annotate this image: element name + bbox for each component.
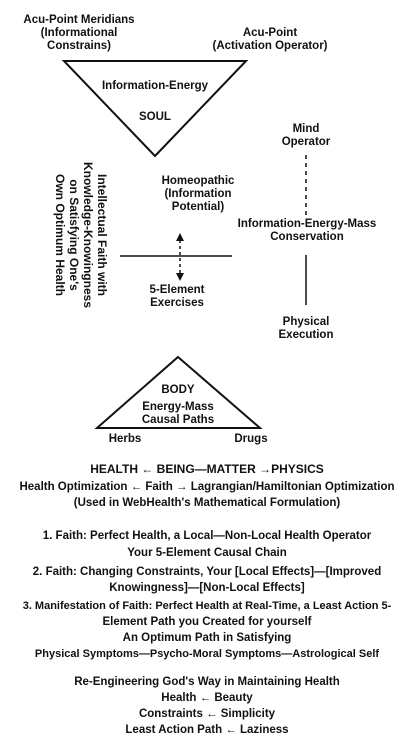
body-label: BODY xyxy=(161,384,195,396)
soul-info-energy: Information-Energy xyxy=(101,80,209,92)
list-item-3b: Element Path you Created for yourself xyxy=(102,616,312,628)
closing-laziness: Least Action Path ← Laziness xyxy=(125,724,289,736)
physical-execution-label: Physical Execution xyxy=(278,316,334,341)
arrow-down-icon xyxy=(176,273,184,281)
body-energy-mass: Energy-Mass Causal Paths xyxy=(141,401,215,426)
soul-triangle xyxy=(61,60,249,158)
list-item-3a: 3. Manifestation of Faith: Perfect Healt… xyxy=(22,600,392,612)
formulation-note: (Used in WebHealth's Mathematical Formul… xyxy=(73,497,341,509)
mind-operator: Mind Operator xyxy=(281,123,331,148)
herbs-label: Herbs xyxy=(108,433,142,445)
list-item-2b: Knowingness]—[Non-Local Effects] xyxy=(109,582,305,594)
conservation-label: Information-Energy-Mass Conservation xyxy=(237,218,377,243)
body-triangle xyxy=(94,355,263,429)
top-right-label: Acu-Point (Activation Operator) xyxy=(212,27,328,52)
homeopathic-label: Homeopathic (Information Potential) xyxy=(161,175,235,213)
list-item-1b: Your 5-Element Causal Chain xyxy=(127,547,287,559)
closing-simplicity: Constraints ← Simplicity xyxy=(138,708,276,720)
top-left-label: Acu-Point Meridians (Informational Const… xyxy=(23,14,135,52)
list-item-1a: 1. Faith: Perfect Health, a Local—Non-Lo… xyxy=(42,530,372,542)
drugs-label: Drugs xyxy=(234,433,268,445)
closing-beauty: Health ← Beauty xyxy=(161,692,253,704)
soul-label: SOUL xyxy=(139,111,171,123)
optimization-equation: Health Optimization ← Faith → Lagrangian… xyxy=(19,481,395,493)
closing-title: Re-Engineering God's Way in Maintaining … xyxy=(74,676,340,688)
list-item-3d: Physical Symptoms—Psycho-Moral Symptoms—… xyxy=(34,648,380,660)
list-item-3c: An Optimum Path in Satisfying xyxy=(122,632,292,644)
arrow-up-icon xyxy=(176,233,184,241)
list-item-2a: 2. Faith: Changing Constraints, Your [Lo… xyxy=(32,566,382,578)
five-element-label: 5-Element Exercises xyxy=(149,284,205,309)
health-equation: HEALTH ← BEING—MATTER →PHYSICS xyxy=(90,462,324,476)
